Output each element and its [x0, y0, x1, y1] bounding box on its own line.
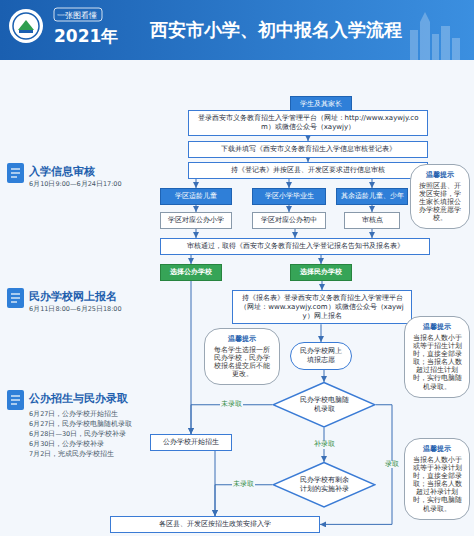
node-text: 选择公办学校	[164, 268, 218, 277]
flow-arrow	[295, 229, 296, 238]
node-text: 学区对应公办初中	[256, 216, 322, 225]
date-note: 6月27日，公办学校开始招生	[29, 410, 118, 419]
process-box: 公办学校开始招生	[150, 434, 232, 451]
flow-arrow	[196, 229, 197, 238]
office-box: 审核点	[344, 212, 400, 229]
date-note: 7月2日，完成民办学校招生	[29, 450, 114, 459]
tip-heading: 温馨提示	[418, 171, 462, 180]
node-text: 民办学校电脑随机录取	[298, 396, 350, 414]
flow-arrow	[372, 179, 373, 188]
header-band	[0, 0, 474, 60]
flow-arrow	[196, 205, 197, 212]
node-text: 按照区县、开发区安排，学生家长填报公办学校意愿学校。	[418, 182, 462, 223]
edge-label: 录取	[384, 461, 400, 469]
date-note: 6月30日，公办学校补录	[29, 440, 104, 449]
node-text: 民办学校有剩余计划的实施补录	[298, 476, 350, 494]
flow-arrow	[196, 179, 197, 188]
flow-arrow	[191, 255, 192, 264]
diamond-shape	[273, 382, 375, 427]
node-text: 持《报名表》登录西安市义务教育招生入学管理平台（网址：www.xaywjy.co…	[237, 294, 407, 320]
node-text: 其余适龄儿童、少年	[340, 192, 404, 201]
node-text: 审核通过，取得《西安市义务教育招生入学登记报名告知书及报名表》	[165, 242, 425, 251]
category-box: 学区适龄儿童	[160, 188, 232, 205]
edge-label: 未录取	[220, 401, 243, 409]
node-text: 登录西安市义务教育招生入学管理平台（网址：http://www.xaywjy.c…	[193, 114, 423, 132]
section-heading: 公办招生与民办录取	[29, 391, 128, 406]
choice-box: 选择公办学校	[160, 264, 222, 281]
flow-arrow	[324, 370, 325, 383]
node-text: 审核点	[348, 216, 396, 225]
node-text: 每名学生选报一所民办学校，民办学校报名提交后不能更改。	[212, 346, 272, 379]
city-skyline	[410, 12, 460, 60]
flow-arrow	[321, 324, 322, 342]
office-box: 学区对应公办初中	[252, 212, 326, 229]
flow-arrow	[321, 255, 322, 264]
header-label: 2021年	[54, 25, 118, 48]
process-box: 下载并填写《西安市义务教育招生入学信息审核登记表》	[188, 141, 428, 158]
tip-callout: 温馨提示当报名人数小于或等于招生计划时，直接全部录取；当报名人数超过招生计划时，…	[404, 316, 470, 398]
flow-arrow	[215, 485, 272, 516]
node-text: 学生及其家长	[294, 100, 348, 109]
node-text: 当报名人数小于或等于招生计划时，直接全部录取；当报名人数超过招生计划时，实行电脑…	[412, 334, 462, 391]
edge-label: 未录取	[232, 481, 255, 489]
tip-heading: 温馨提示	[412, 323, 462, 332]
section-heading: 入学信息审核	[29, 164, 95, 179]
tip-heading: 温馨提示	[412, 445, 462, 454]
flow-arrow	[191, 281, 192, 434]
node-text: 公办学校开始招生	[155, 438, 227, 447]
tip-callout: 温馨提示按照区县、开发区安排，学生家长填报公办学校意愿学校。	[410, 164, 470, 229]
date-note: 6月10日9:00—6月24日17:00	[29, 180, 122, 189]
flow-arrow	[372, 229, 373, 238]
process-box: 各区县、开发区按招生政策安排入学	[110, 516, 320, 533]
node-text: 下载并填写《西安市义务教育招生入学信息审核登记表》	[193, 145, 423, 154]
section-icon	[7, 163, 24, 410]
node-text: 当报名人数小于或等于补录计划时，直接全部录取；当报名人数超过补录计划时，实行电脑…	[412, 456, 462, 513]
date-note: 6月11日8:00—6月25日18:00	[29, 305, 122, 314]
edge-label: 补录取	[313, 441, 336, 449]
node-text: 选择民办学校	[294, 268, 348, 277]
icon-lines	[11, 169, 20, 404]
process-box: 登录西安市义务教育招生入学管理平台（网址：http://www.xaywjy.c…	[188, 110, 428, 136]
node-text: 各区县、开发区按招生政策安排入学	[115, 520, 315, 529]
flow-arrow	[191, 405, 272, 434]
flow-arrow	[322, 281, 323, 290]
diamond-shape	[273, 462, 375, 507]
process-box: 持《报名表》登录西安市义务教育招生入学管理平台（网址：www.xaywjy.co…	[232, 290, 412, 324]
date-note: 6月27日，民办学校电脑随机录取	[29, 420, 132, 429]
node-text: 学区小学毕业生	[256, 192, 322, 201]
section-heading: 民办学校网上报名	[29, 289, 117, 304]
node-text: 学区适龄儿童	[164, 192, 228, 201]
tip-callout: 温馨提示当报名人数小于或等于补录计划时，直接全部录取；当报名人数超过补录计划时，…	[404, 438, 470, 520]
office-box: 学区对应公办小学	[160, 212, 232, 229]
node-text: 学区对应公办小学	[164, 216, 228, 225]
tip-heading: 温馨提示	[212, 335, 272, 344]
choice-box: 选择民办学校	[290, 264, 352, 281]
process-box: 审核通过，取得《西安市义务教育招生入学登记报名告知书及报名表》	[160, 238, 430, 255]
date-note: 6月28日—30日，民办学校补录	[29, 430, 126, 439]
title: 西安市小学、初中报名入学流程	[150, 18, 402, 42]
header-label: 一张图看懂	[57, 10, 97, 21]
node-text: 民办学校网上填报志愿	[297, 347, 345, 365]
node-text: 持《登记表》并按区县、开发区要求进行信息审核	[193, 166, 423, 175]
category-box: 学区小学毕业生	[252, 188, 326, 205]
flow-arrow	[289, 179, 290, 188]
step-oval: 民办学校网上填报志愿	[290, 342, 352, 370]
emblem	[9, 9, 43, 43]
category-box: 其余适龄儿童、少年	[336, 188, 408, 205]
decision-diamond: 民办学校有剩余计划的实施补录	[272, 462, 376, 508]
flow-arrow	[289, 205, 290, 212]
process-box: 持《登记表》并按区县、开发区要求进行信息审核	[188, 162, 428, 179]
flow-arrow	[372, 205, 373, 212]
tip-callout: 温馨提示每名学生选报一所民办学校，民办学校报名提交后不能更改。	[204, 328, 280, 385]
decision-diamond: 民办学校电脑随机录取	[272, 382, 376, 428]
